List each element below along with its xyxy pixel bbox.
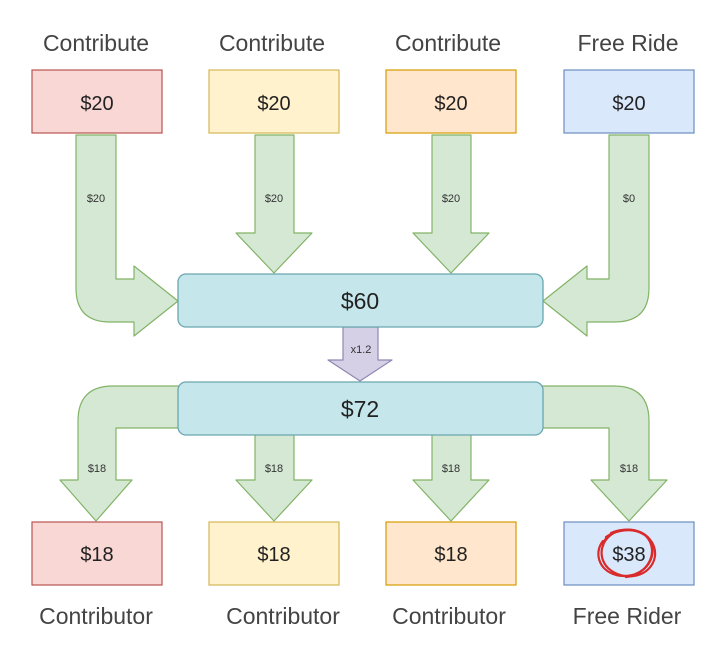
player-1-role-label: Contributor (39, 603, 153, 629)
player-4-start-box (563, 69, 695, 134)
contribution-arrow-2 (235, 134, 313, 274)
share-label-2: $18 (265, 463, 283, 475)
player-4-start-amount: $20 (612, 93, 645, 115)
player-4-end-amount: $38 (612, 544, 645, 566)
pool-multiplied-box (177, 381, 544, 436)
contribution-arrow-4 (542, 134, 650, 337)
player-1-end-box (31, 521, 163, 586)
share-arrow-1 (59, 385, 181, 522)
player-2-role-label: Contributor (226, 603, 340, 629)
player-4-action-label: Free Ride (578, 30, 679, 56)
player-4-end-box (563, 521, 695, 586)
pool-total-box (177, 273, 544, 328)
contribution-arrow-3 (412, 134, 490, 274)
contribution-arrow-1 (75, 134, 179, 337)
player-3-action-label: Contribute (395, 30, 501, 56)
flow-label-2: $20 (265, 193, 283, 205)
pool-total-amount: $60 (341, 288, 379, 314)
player-2-action-label: Contribute (219, 30, 325, 56)
player-2-end-amount: $18 (257, 544, 290, 566)
share-arrow-3 (412, 433, 490, 522)
share-label-3: $18 (442, 463, 460, 475)
player-2-start-box (208, 69, 340, 134)
player-1-start-box (31, 69, 163, 134)
share-arrow-4 (540, 385, 668, 522)
multiplier-arrow (327, 326, 393, 382)
player-3-start-box (385, 69, 517, 134)
multiplier-label: x1.2 (351, 344, 372, 356)
flow-label-1: $20 (87, 193, 105, 205)
share-label-4: $18 (620, 463, 638, 475)
player-2-start-amount: $20 (257, 93, 290, 115)
player-3-end-box (385, 521, 517, 586)
flow-label-3: $20 (442, 193, 460, 205)
highlight-scribble (597, 528, 657, 579)
player-2-end-box (208, 521, 340, 586)
player-3-end-amount: $18 (434, 544, 467, 566)
player-1-action-label: Contribute (43, 30, 149, 56)
flow-label-4: $0 (623, 193, 635, 205)
player-4-role-label: Free Rider (573, 603, 682, 629)
player-3-role-label: Contributor (392, 603, 506, 629)
pool-multiplied-amount: $72 (341, 396, 379, 422)
player-3-start-amount: $20 (434, 93, 467, 115)
share-arrow-2 (235, 433, 313, 522)
share-label-1: $18 (88, 463, 106, 475)
player-1-end-amount: $18 (80, 544, 113, 566)
player-1-start-amount: $20 (80, 93, 113, 115)
